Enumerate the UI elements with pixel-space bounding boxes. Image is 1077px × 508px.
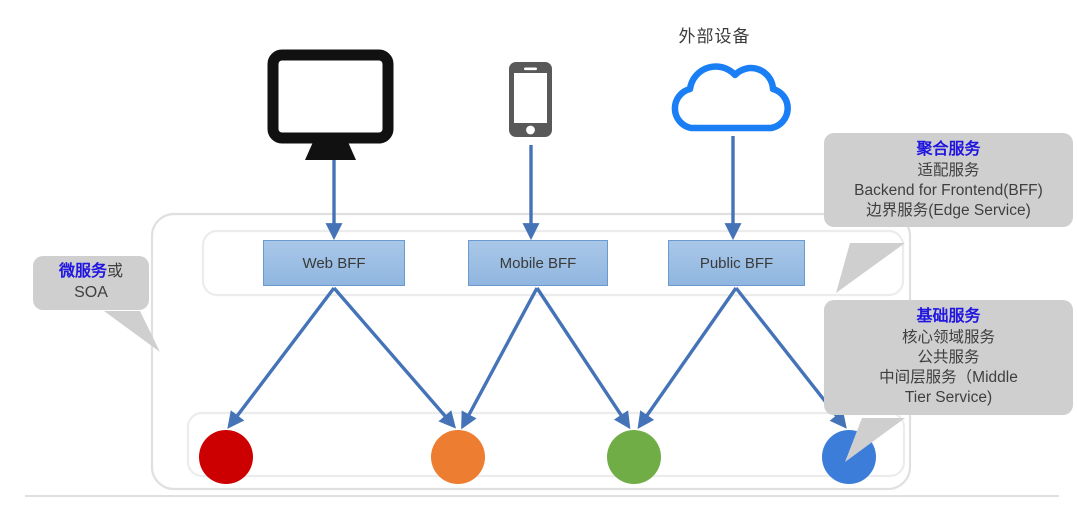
callout-base-header: 基础服务 [916, 308, 981, 325]
callout-microservices: 微服务或 SOA [33, 256, 149, 310]
bff-box-mobile-label: Mobile BFF [499, 254, 577, 272]
bff-box-web-label: Web BFF [302, 254, 366, 272]
callout-aggregate-services: 聚合服务 适配服务 Backend for Frontend(BFF) 边界服务… [824, 133, 1073, 228]
diagram-title-text: 外部设备 [678, 27, 751, 46]
bff-layer-band [201, 229, 905, 297]
arrow-web-bff-to-node-orange [332, 286, 457, 429]
service-node-orange [431, 430, 485, 484]
mobile-phone-icon [509, 62, 552, 137]
callout-micro-header-tail: 或 [107, 263, 124, 280]
callout-base-services: 基础服务 核心领域服务 公共服务 中间层服务（Middle Tier Servi… [824, 300, 1073, 416]
bff-box-public-label: Public BFF [699, 254, 774, 272]
service-node-red [199, 430, 253, 484]
callout-base-line-2: 公共服务 [917, 348, 980, 366]
service-layer-band [186, 411, 906, 478]
arrow-mobile-bff-to-node-orange [461, 287, 539, 430]
arrow-public-bff-to-node-green [637, 287, 738, 430]
service-node-green [607, 430, 661, 484]
cloud-icon [671, 63, 791, 132]
bff-box-web[interactable]: Web BFF [263, 240, 405, 286]
callout-micro-tail [104, 311, 160, 352]
arrow-web-bff-to-node-red [227, 286, 336, 429]
bff-box-mobile[interactable]: Mobile BFF [468, 240, 608, 286]
arrow-mobile-bff-to-node-green [535, 287, 631, 430]
callout-base-line-1: 核心领域服务 [901, 328, 995, 346]
callout-aggregate-line-2: Backend for Frontend(BFF) [854, 181, 1043, 199]
callout-micro-header-row: 微服务或 [37, 262, 145, 283]
desktop-monitor-icon [267, 49, 394, 160]
callout-base-tail [845, 418, 905, 462]
callout-base-line-4: Tier Service) [904, 389, 993, 407]
callout-aggregate-line-1: 适配服务 [917, 161, 980, 179]
callout-aggregate-tail [836, 243, 905, 293]
callout-base-line-3: 中间层服务（Middle [879, 369, 1018, 387]
bff-box-public[interactable]: Public BFF [668, 240, 805, 286]
callout-micro-line-1: SOA [74, 283, 108, 301]
callout-aggregate-line-3: 边界服务(Edge Service) [866, 202, 1031, 220]
diagram-title: 外部设备 [0, 22, 1077, 47]
callout-aggregate-header: 聚合服务 [916, 141, 981, 158]
callout-micro-header: 微服务 [58, 263, 107, 280]
